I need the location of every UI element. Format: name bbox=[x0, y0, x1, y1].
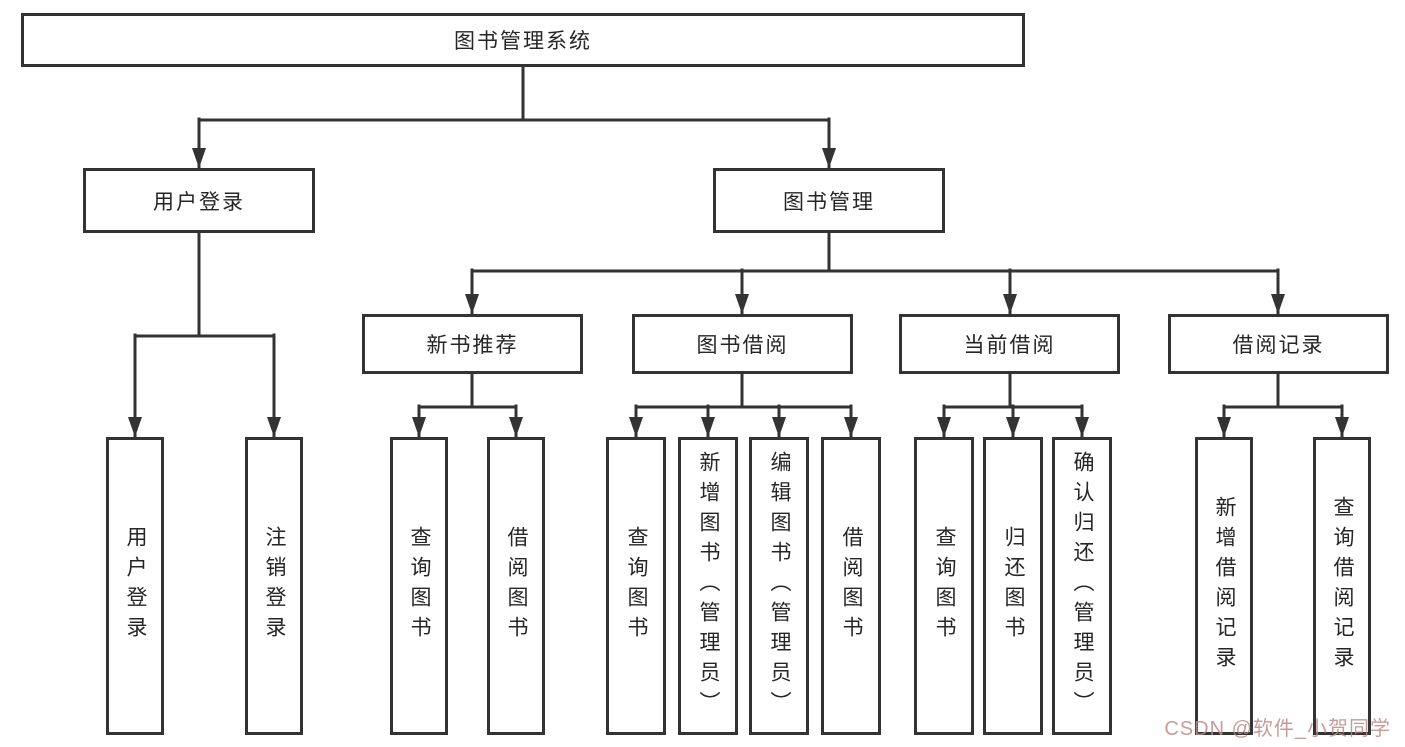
node-book-borrow-label: 图书借阅 bbox=[696, 334, 789, 357]
leaf-query-borrow-record: 查询借阅记录 bbox=[1313, 437, 1371, 735]
leaf-query-books-borrow-label: 查询图书 bbox=[625, 526, 649, 646]
leaf-edit-books-admin: 编辑图书（管理员） bbox=[749, 437, 809, 735]
leaf-confirm-return-admin-label: 确认归还（管理员） bbox=[1071, 451, 1095, 721]
connector-book-borrow-branch bbox=[629, 371, 858, 438]
connector-current-borrow-branch bbox=[937, 371, 1089, 438]
connector-user-login-branch bbox=[128, 230, 281, 438]
node-new-book-recommend: 新书推荐 bbox=[362, 314, 583, 374]
leaf-add-books-admin-label: 新增图书（管理员） bbox=[697, 451, 721, 721]
leaf-confirm-return-admin: 确认归还（管理员） bbox=[1052, 437, 1112, 735]
node-user-login: 用户登录 bbox=[83, 168, 315, 233]
node-borrow-records: 借阅记录 bbox=[1168, 314, 1389, 374]
node-book-management-label: 图书管理 bbox=[783, 190, 875, 214]
connector-root-to-level2 bbox=[192, 64, 836, 169]
leaf-logout-label: 注销登录 bbox=[263, 526, 287, 646]
leaf-query-books-borrow: 查询图书 bbox=[606, 437, 666, 735]
node-book-borrow: 图书借阅 bbox=[632, 314, 853, 374]
leaf-query-books-current-label: 查询图书 bbox=[933, 526, 957, 646]
connector-new-book-branch bbox=[412, 371, 523, 438]
leaf-query-books-recommend: 查询图书 bbox=[390, 437, 448, 735]
leaf-borrow-books: 借阅图书 bbox=[821, 437, 881, 735]
leaf-logout: 注销登录 bbox=[245, 437, 303, 735]
node-borrow-records-label: 借阅记录 bbox=[1232, 334, 1325, 357]
leaf-return-books-label: 归还图书 bbox=[1002, 526, 1026, 646]
leaf-add-borrow-record-label: 新增借阅记录 bbox=[1213, 496, 1237, 676]
leaf-user-login-label: 用户登录 bbox=[124, 526, 148, 646]
leaf-return-books: 归还图书 bbox=[983, 437, 1043, 735]
leaf-query-books-recommend-label: 查询图书 bbox=[408, 526, 432, 646]
leaf-borrow-books-recommend: 借阅图书 bbox=[487, 437, 545, 735]
node-book-management: 图书管理 bbox=[713, 168, 945, 233]
leaf-edit-books-admin-label: 编辑图书（管理员） bbox=[768, 451, 792, 721]
node-new-book-recommend-label: 新书推荐 bbox=[426, 334, 519, 357]
leaf-add-books-admin: 新增图书（管理员） bbox=[678, 437, 738, 735]
node-root-label: 图书管理系统 bbox=[454, 30, 592, 53]
leaf-borrow-books-label: 借阅图书 bbox=[840, 526, 864, 646]
node-user-login-label: 用户登录 bbox=[153, 190, 245, 214]
leaf-add-borrow-record: 新增借阅记录 bbox=[1195, 437, 1253, 735]
leaf-user-login: 用户登录 bbox=[106, 437, 164, 735]
connector-book-mgmt-to-level3 bbox=[465, 230, 1285, 315]
node-current-borrow: 当前借阅 bbox=[899, 314, 1120, 374]
node-current-borrow-label: 当前借阅 bbox=[963, 334, 1056, 357]
leaf-borrow-books-recommend-label: 借阅图书 bbox=[505, 526, 529, 646]
connector-borrow-records-branch bbox=[1217, 371, 1349, 438]
leaf-query-borrow-record-label: 查询借阅记录 bbox=[1331, 496, 1355, 676]
leaf-query-books-current: 查询图书 bbox=[914, 437, 974, 735]
node-root: 图书管理系统 bbox=[21, 13, 1025, 67]
